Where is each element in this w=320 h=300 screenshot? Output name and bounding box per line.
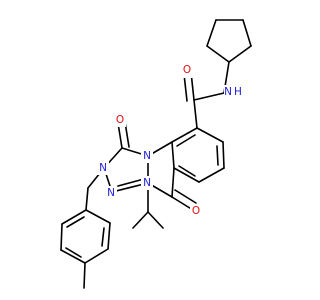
atom-label: N: [143, 177, 151, 189]
bond: [132, 211, 149, 229]
atom-amide-oxygen: O: [181, 64, 193, 78]
bond: [83, 262, 86, 289]
atom-n4: N: [141, 176, 153, 190]
bond: [178, 165, 196, 177]
atom-label: O: [192, 205, 200, 217]
bond: [107, 222, 111, 250]
bond: [171, 127, 198, 143]
bond: [193, 92, 225, 101]
atom-n2: N: [97, 161, 109, 175]
bond: [196, 127, 224, 143]
bond: [147, 211, 164, 229]
atom-n1: N: [141, 149, 153, 163]
bond: [216, 145, 219, 166]
bond: [65, 247, 82, 258]
atom-labels: N H O O N N N N O: [97, 64, 242, 218]
bond: [198, 167, 225, 183]
bond: [85, 209, 111, 224]
bond: [61, 209, 87, 225]
atom-c1-oxygen: O: [114, 113, 126, 127]
atom-label: N: [143, 150, 151, 162]
bond: [222, 141, 225, 169]
bond: [176, 134, 196, 147]
bond: [171, 167, 175, 198]
bond: [101, 227, 105, 247]
atom-label: N: [224, 86, 232, 98]
bond: [193, 99, 198, 129]
bond: [85, 187, 89, 211]
bond: [60, 249, 86, 264]
atom-label: O: [116, 114, 124, 126]
bond: [171, 141, 175, 169]
bond: [117, 178, 145, 187]
bond: [206, 45, 230, 63]
bond: [60, 223, 63, 251]
bond: [206, 19, 217, 47]
bond: [183, 73, 188, 102]
bond: [84, 248, 109, 264]
atom-label: H: [234, 86, 242, 98]
bonds: [60, 19, 252, 289]
atom-label: N: [107, 187, 115, 199]
chemical-structure: N H O O N N N N O: [60, 19, 252, 289]
bond: [242, 19, 252, 47]
bond: [66, 216, 85, 228]
bond: [173, 167, 200, 183]
atom-label: O: [183, 64, 191, 76]
atom-label: N: [99, 162, 107, 174]
bond: [174, 189, 197, 204]
atom-amide-nitrogen: N H: [224, 85, 242, 99]
bond: [171, 196, 194, 211]
bond: [228, 45, 252, 63]
bond: [117, 122, 123, 149]
atom-n3: N: [105, 186, 117, 200]
atom-c5-oxygen: O: [190, 204, 202, 218]
